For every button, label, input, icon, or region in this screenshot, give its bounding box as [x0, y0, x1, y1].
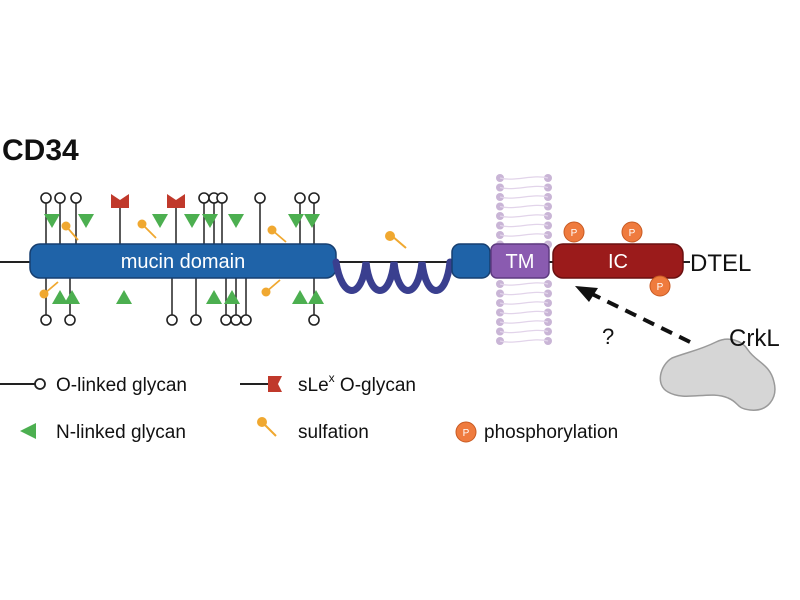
- phospho-icon: [621, 221, 643, 243]
- mucin-domain-label: mucin domain: [121, 251, 246, 273]
- legend: O-linked glycan sLex O-glycan N-linked g…: [0, 371, 618, 443]
- sulfation-icon: [267, 225, 277, 235]
- n-linked-glycan-icon: [304, 214, 320, 228]
- o-linked-glycan-icon: [254, 192, 266, 204]
- o-linked-glycan-icon: [40, 314, 52, 326]
- phospho-symbol: P: [629, 228, 636, 239]
- n-linked-glycan-icon: [20, 423, 36, 439]
- n-linked-glycan-icon: [78, 214, 94, 228]
- slex-glycan-icon: [268, 376, 282, 392]
- n-linked-glycan-icon: [44, 214, 60, 228]
- o-linked-glycan-icon: [54, 192, 66, 204]
- lipid-tail: [499, 301, 549, 305]
- n-linked-glycan-icon: [52, 290, 68, 304]
- ic-domain: [552, 243, 684, 279]
- legend-slex-label: sLex O-glycan: [298, 371, 416, 396]
- lipid-tail: [499, 176, 549, 180]
- linker-coil: [332, 258, 454, 294]
- sulfation-icon: [261, 287, 271, 297]
- sulfation-linker-icon: [385, 231, 395, 241]
- ic-domain-label: IC: [608, 251, 628, 273]
- lipid-tail: [499, 282, 549, 286]
- crkl-label: CrkL: [729, 325, 780, 352]
- n-linked-glycan-icon: [116, 290, 132, 304]
- o-linked-glycan-icon: [34, 378, 46, 390]
- legend-slex-prefix: sLe: [298, 375, 329, 396]
- juxtamembrane-domain: [451, 243, 491, 279]
- lipid-tail: [499, 329, 549, 334]
- lipid-tail: [499, 195, 549, 199]
- o-linked-glycan-icon: [308, 192, 320, 204]
- lipid-tail: [499, 291, 549, 296]
- sulfation-icon: [61, 221, 71, 231]
- legend-phospho-symbol: P: [463, 428, 470, 439]
- o-linked-glycan-icon: [240, 314, 252, 326]
- lipid-tail: [499, 204, 549, 209]
- legend-slex-suffix: O-glycan: [335, 375, 416, 396]
- legend-n-linked-label: N-linked glycan: [56, 422, 186, 443]
- phospho-icon: [649, 275, 671, 297]
- phospho-symbol: P: [657, 282, 664, 293]
- lipid-tail: [499, 233, 549, 237]
- n-linked-glycan-icon: [184, 214, 200, 228]
- lipid-tail: [499, 320, 549, 324]
- o-linked-glycan-icon: [166, 314, 178, 326]
- o-linked-glycan-icon: [64, 314, 76, 326]
- o-linked-glycan-icon: [216, 192, 228, 204]
- o-linked-glycan-icon: [308, 314, 320, 326]
- n-linked-glycan-icon: [152, 214, 168, 228]
- legend-sulfation-stem: [263, 423, 277, 437]
- o-linked-glycan-icon: [40, 192, 52, 204]
- o-linked-glycan-icon: [190, 314, 202, 326]
- sulfation-icon: [137, 219, 147, 229]
- n-linked-glycan-icon: [206, 290, 222, 304]
- tm-domain: [490, 243, 550, 279]
- slex-glycan-icon: [111, 194, 129, 208]
- phospho-site-1: P: [563, 221, 585, 243]
- n-linked-glycan-icon: [292, 290, 308, 304]
- o-linked-glycan-icon: [220, 314, 232, 326]
- legend-sulfation-label: sulfation: [298, 422, 369, 443]
- o-linked-glycan-icon: [70, 192, 82, 204]
- o-linked-glycan-icon: [230, 314, 242, 326]
- phospho-symbol: P: [571, 228, 578, 239]
- interaction-arrow-head: [575, 286, 598, 302]
- legend-slex-sup: x: [329, 371, 335, 385]
- diagram-title: CD34: [2, 134, 79, 167]
- n-linked-glycan-icon: [202, 214, 218, 228]
- lipid-tail: [499, 339, 549, 343]
- tm-domain-label: TM: [506, 251, 535, 273]
- sulfation-icon: [39, 289, 49, 299]
- phosphorylation-icon: [455, 421, 477, 443]
- interaction-question-mark: ?: [602, 324, 614, 349]
- n-linked-glycan-icon: [288, 214, 304, 228]
- legend-o-linked-label: O-linked glycan: [56, 375, 187, 396]
- n-linked-glycan-icon: [228, 214, 244, 228]
- n-linked-glycan-icon: [224, 290, 240, 304]
- lipid-tail: [499, 223, 549, 228]
- lipid-tail: [499, 214, 549, 218]
- n-linked-glycan-icon: [308, 290, 324, 304]
- o-linked-glycan-icon: [198, 192, 210, 204]
- lipid-tail: [499, 185, 549, 190]
- slex-glycan-icon: [167, 194, 185, 208]
- phospho-icon: [563, 221, 585, 243]
- phospho-site-2: P: [621, 221, 643, 243]
- sulfation-icon: [257, 417, 267, 427]
- phospho-site-3: P: [649, 275, 671, 297]
- n-linked-glycan-icon: [64, 290, 80, 304]
- dtel-tail-label: DTEL: [690, 250, 751, 277]
- crkl-protein: [659, 338, 776, 411]
- o-linked-glycan-icon: [294, 192, 306, 204]
- lipid-tail: [499, 310, 549, 315]
- legend-phosphorylation-label: phosphorylation: [484, 422, 618, 443]
